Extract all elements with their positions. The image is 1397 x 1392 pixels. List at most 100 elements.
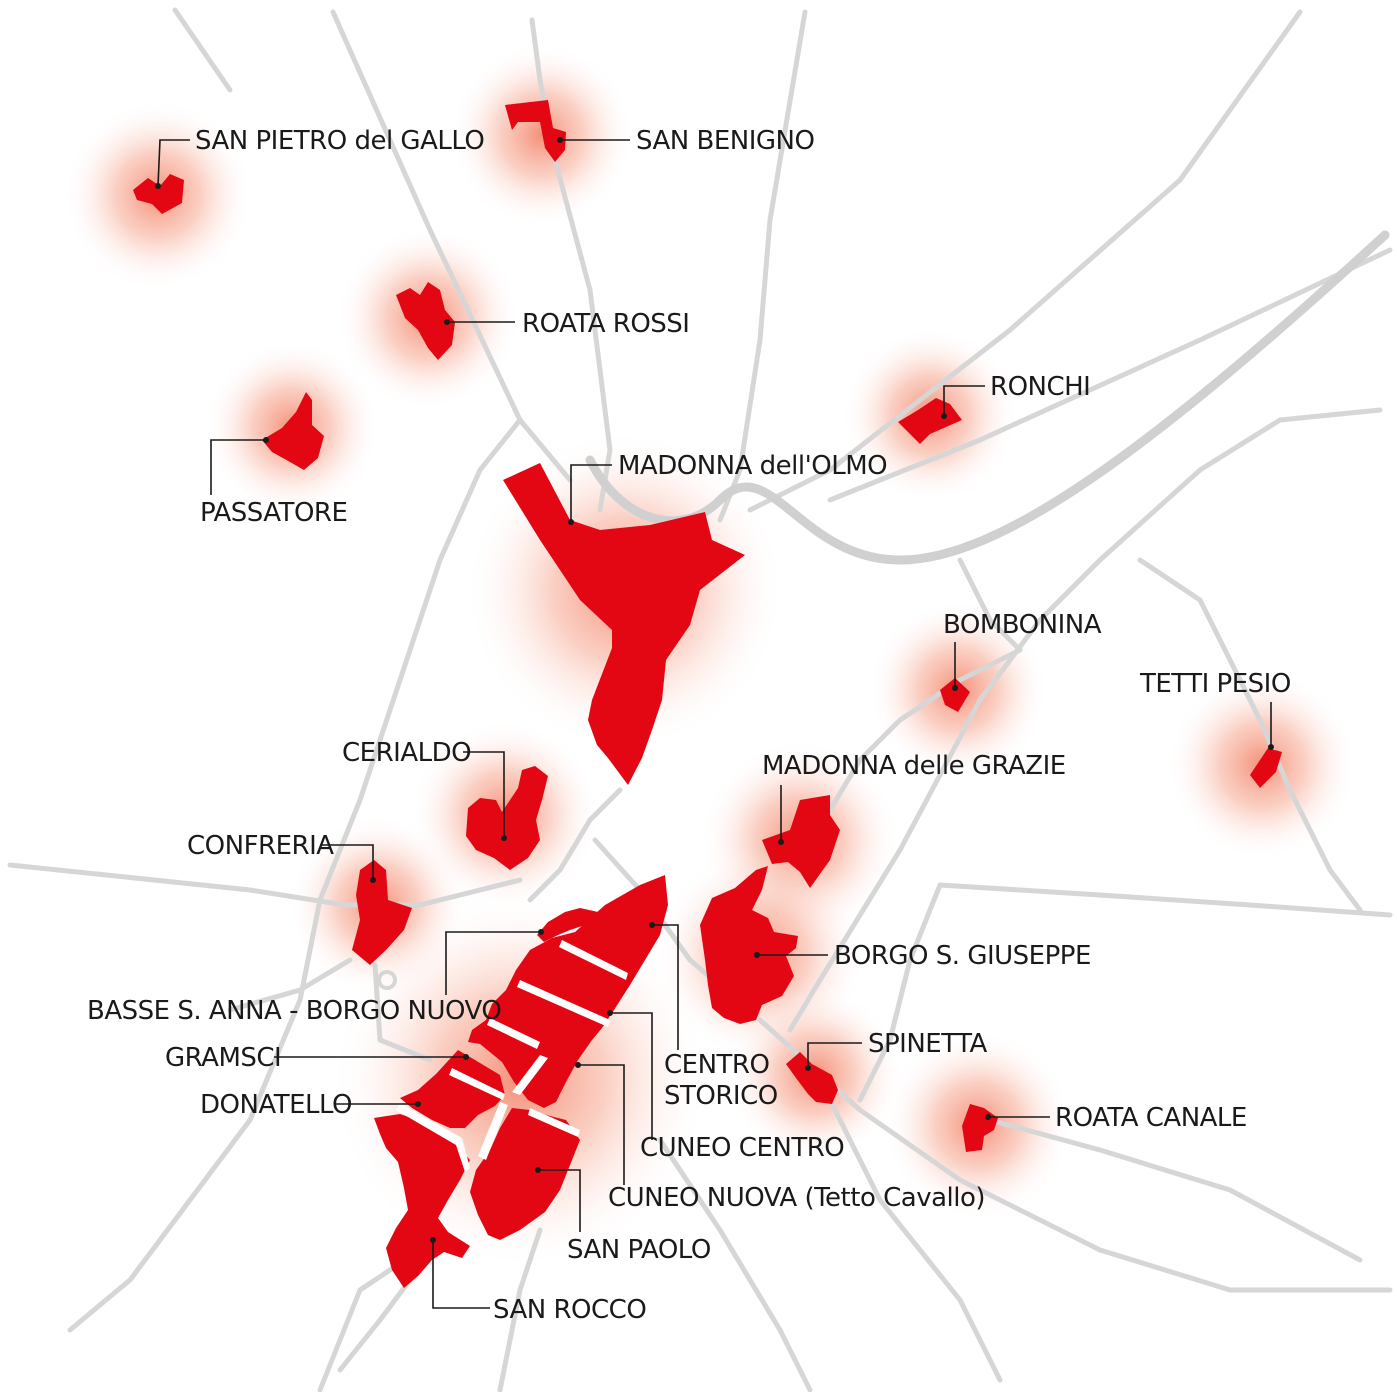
district-shapes [133,100,1282,1288]
zone-ronchi [898,398,962,444]
leader-cuneo-centro [610,1012,653,1140]
zone-san-paolo [470,1108,580,1240]
dot-roata-canale [985,1114,991,1120]
road-w3 [227,957,353,1013]
label-donatello: DONATELLO [200,1090,352,1120]
zone-gramsci [400,1050,505,1128]
leader-passatore [210,439,266,495]
dot-bombonina [952,685,958,691]
leader-basse-anna [445,931,541,995]
label-tetti-pesio: TETTI PESIO [1139,669,1291,699]
dot-passatore [263,437,269,443]
label-san-rocco: SAN ROCCO [493,1295,646,1325]
label-ronchi: RONCHI [990,372,1090,402]
label-basse-s-anna: BASSE S. ANNA - BORGO NUOVO [87,996,501,1026]
label-bombonina: BOMBONINA [943,610,1102,640]
dot-san-pietro [155,183,161,189]
label-madonna-dell-olmo: MADONNA dell'OLMO [618,451,887,481]
street-strips [396,940,628,1172]
leader-spinetta [807,1042,862,1068]
leader-confreria [320,844,374,880]
zone-centro [468,875,668,1108]
road-west [67,417,523,1333]
dot-ronchi [941,413,947,419]
road-w2 [7,862,523,908]
zone-cerialdo [466,766,548,870]
street-2 [517,980,610,1027]
road-s5 [337,1277,413,1373]
label-confreria: CONFRERIA [187,831,334,861]
glow-san-benigno [450,43,634,227]
label-roata-rossi: ROATA ROSSI [522,309,689,339]
zone-confreria [352,860,412,965]
roundabout [377,970,397,990]
zone-san-benigno [505,100,566,162]
zone-borgo-giuseppe [700,866,798,1024]
road-n2 [717,9,808,523]
leader-san-rocco [432,1240,490,1309]
dot-centro-storico [649,922,655,928]
street-4 [512,1055,548,1095]
label-borgo-s-giuseppe: BORGO S. GIUSEPPE [834,941,1091,971]
road-nw [330,9,573,483]
road-cerialdo [527,787,623,903]
street-7 [478,1102,508,1160]
dot-cuneo-nuova [575,1062,581,1068]
anchor-dots [155,137,1274,1243]
dot-basse-anna [538,929,544,935]
road-bomb [957,557,1023,653]
dot-madonna-olmo [568,519,574,525]
road-s4 [497,1227,543,1392]
label-madonna-delle-grazie: MADONNA delle GRAZIE [762,751,1066,781]
label-san-benigno: SAN BENIGNO [636,126,814,156]
road-north [529,17,613,513]
dot-cerialdo [501,835,507,841]
dot-borgo-giuseppe [754,952,760,958]
street-1 [559,940,628,980]
road-ne [747,9,1303,513]
road-e3 [857,882,943,1103]
leader-san-paolo [538,1169,581,1232]
label-san-pietro-del-gallo: SAN PIETRO del GALLO [195,126,484,156]
road-s1 [827,1097,1003,1383]
leader-cuneo-nuova [578,1064,625,1185]
road-corner [172,7,233,93]
street-8 [528,1108,580,1137]
zone-basse-anna [537,908,598,942]
zone-bombonina [940,678,970,712]
dot-tetti-pesio [1268,744,1274,750]
road-s3 [657,1137,813,1392]
label-spinetta: SPINETTA [868,1029,988,1059]
road-s2 [987,1117,1363,1263]
dot-gramsci [463,1054,469,1060]
district-labels: SAN PIETRO del GALLO SAN BENIGNO ROATA R… [87,126,1291,1325]
street-5 [449,1068,505,1100]
street-3 [487,1018,540,1049]
leader-cerialdo [463,751,505,838]
dot-madonna-grazie [778,839,784,845]
zone-roata-rossi [396,282,455,360]
dot-san-rocco [430,1237,436,1243]
dot-cuneo-centro [607,1010,613,1016]
label-centro-storico-line1: CENTRO [664,1050,769,1080]
leader-centro-storico [652,924,679,1050]
label-cuneo-centro: CUNEO CENTRO [640,1133,844,1163]
leader-lines [157,139,1272,1309]
leader-ronchi [943,385,985,416]
label-roata-canale: ROATA CANALE [1055,1103,1247,1133]
dot-donatello [415,1101,421,1107]
zone-passatore [262,392,324,470]
road-east [787,407,1383,1033]
road-e2 [937,882,1393,918]
zone-san-rocco [374,1114,470,1288]
zone-spinetta [786,1052,838,1104]
dot-spinetta [805,1065,811,1071]
zone-madonna-olmo [503,463,745,785]
label-san-paolo: SAN PAOLO [567,1235,711,1265]
road-w4 [372,962,433,1063]
label-cuneo-nuova: CUNEO NUOVA (Tetto Cavallo) [608,1183,985,1213]
dot-san-paolo [535,1167,541,1173]
label-cerialdo: CERIALDO [342,738,471,768]
